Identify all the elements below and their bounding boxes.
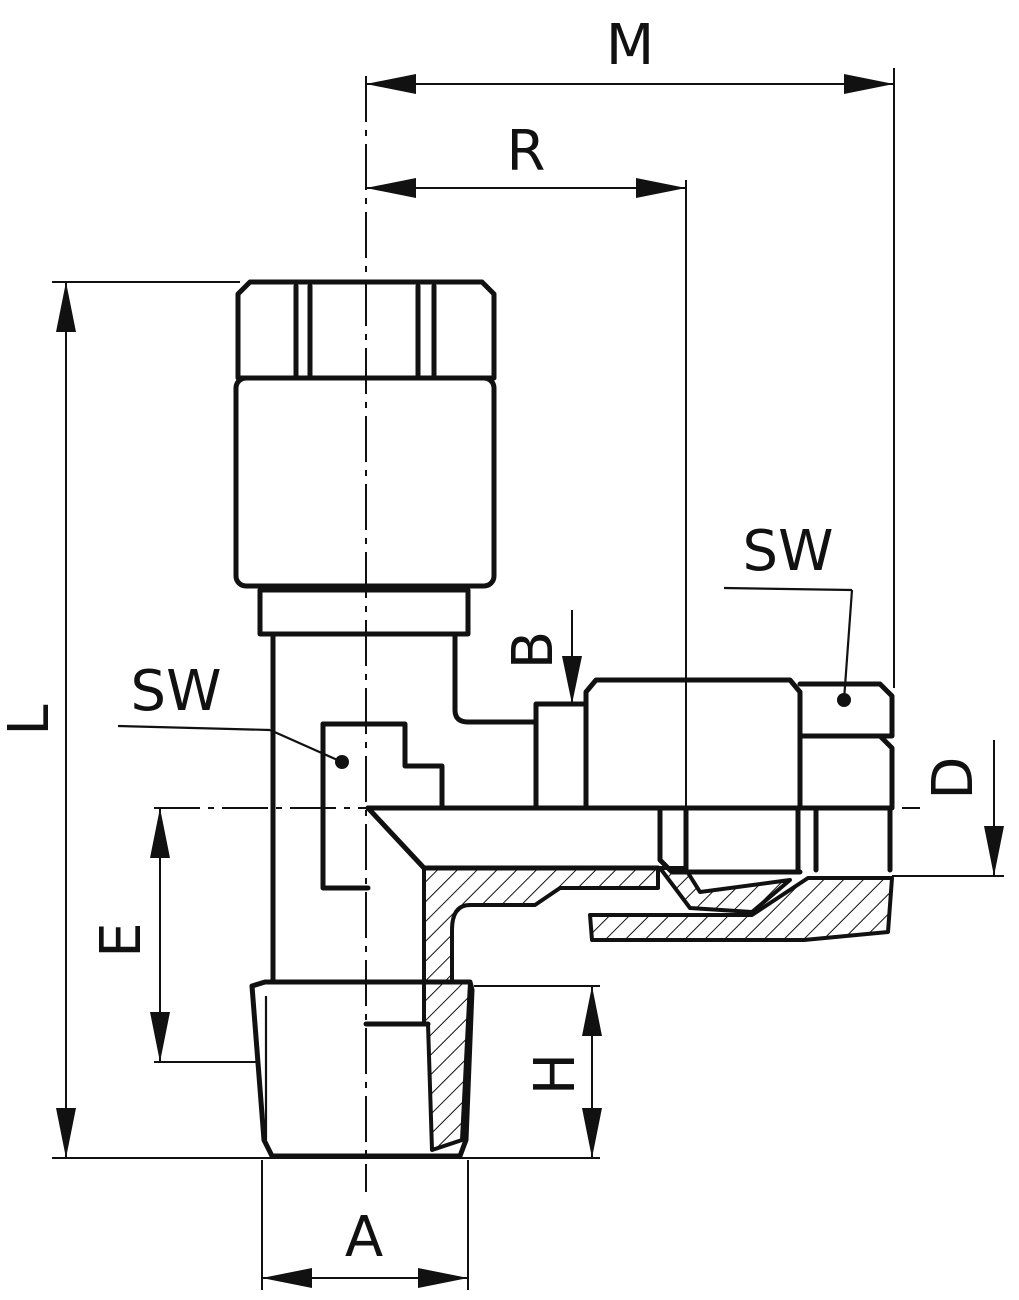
stem — [270, 633, 539, 985]
stem-hex — [320, 721, 445, 891]
dimension-m — [366, 74, 894, 94]
centerlines — [154, 76, 920, 1192]
dimension-a — [262, 1268, 468, 1288]
section-hatching — [422, 866, 894, 1152]
bottom-thread — [249, 979, 475, 1159]
extension-lines — [52, 68, 1004, 1290]
collar — [257, 587, 471, 637]
dimension-l — [56, 282, 76, 1158]
label-sw-right: SW — [743, 519, 834, 584]
label-sw-left: SW — [131, 659, 222, 724]
label-l: L — [0, 704, 62, 735]
dimension-h — [582, 986, 602, 1158]
label-d: D — [921, 756, 986, 799]
sw-leader-left — [117, 724, 349, 769]
sw-leader-right — [723, 586, 854, 707]
label-e: E — [89, 922, 154, 957]
label-m: M — [606, 13, 654, 78]
dimension-b — [562, 610, 582, 704]
dimension-e — [150, 808, 170, 1062]
side-nut — [533, 677, 895, 875]
label-r: R — [507, 119, 546, 184]
dimension-r — [366, 178, 686, 198]
top-hex-nut — [235, 279, 497, 381]
side-arm — [365, 805, 663, 871]
dimension-d — [984, 740, 1004, 876]
label-b: B — [501, 631, 566, 669]
label-a: A — [345, 1205, 383, 1270]
label-h: H — [523, 1053, 588, 1095]
